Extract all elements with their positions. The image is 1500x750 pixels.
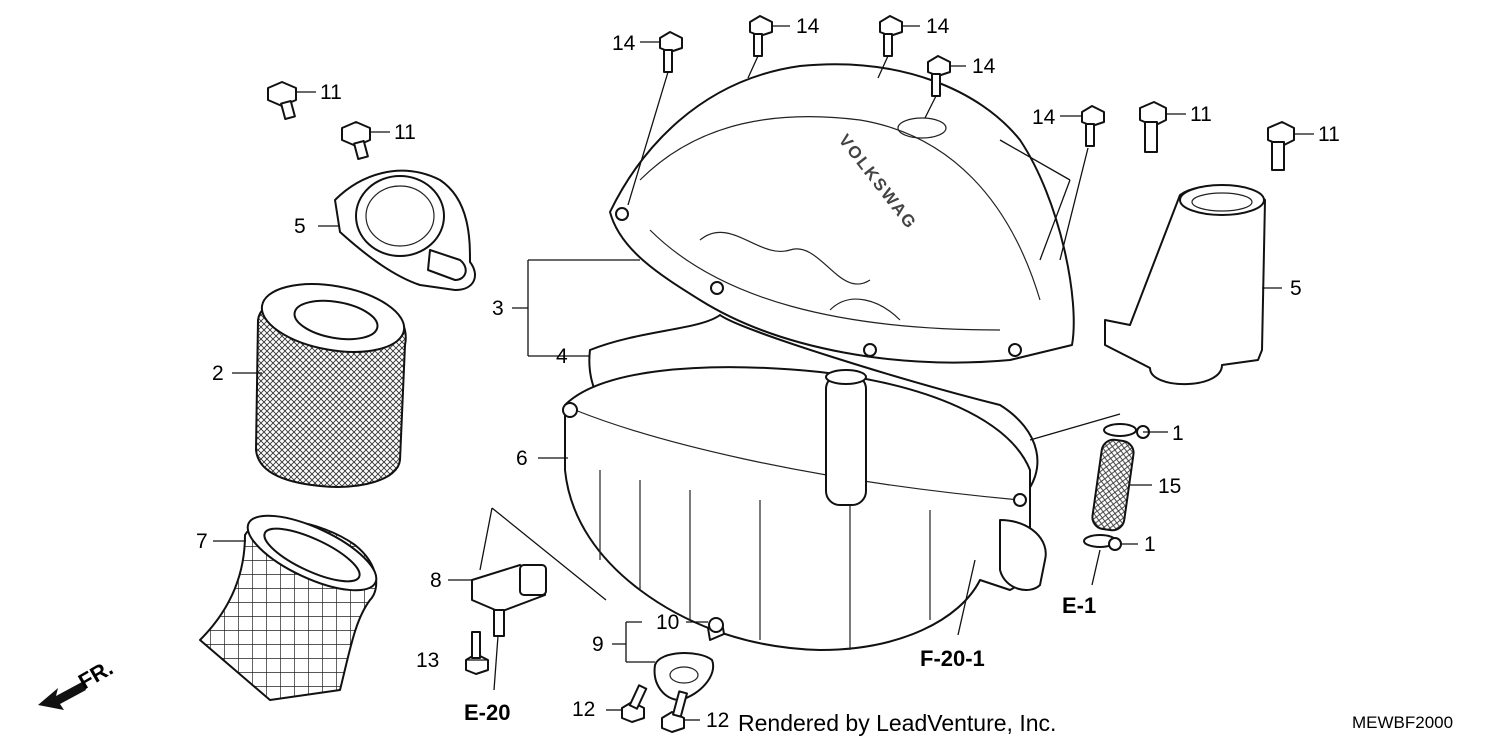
callout-14-d: 14 — [972, 55, 996, 78]
callout-6: 6 — [516, 447, 528, 470]
drain-tube — [1083, 423, 1150, 551]
callout-11-d: 11 — [1318, 123, 1340, 146]
callout-11-b: 11 — [394, 121, 416, 144]
screw-14-b — [749, 15, 773, 57]
screw-12-right — [661, 690, 688, 733]
callout-5-left: 5 — [294, 215, 306, 238]
screw-13 — [465, 631, 489, 675]
callout-2: 2 — [212, 362, 224, 385]
callout-14-a: 14 — [612, 32, 636, 55]
diagram-code: MEWBF2000 — [1352, 713, 1453, 732]
bolt-11-right-a — [1139, 101, 1167, 153]
front-direction-arrow: FR. — [38, 655, 117, 710]
air-filter-element — [254, 283, 407, 488]
callout-9: 9 — [592, 633, 604, 656]
screw-14-c — [879, 15, 903, 57]
reference-f-20-1: F-20-1 — [920, 646, 985, 671]
leader-lines — [213, 25, 1314, 721]
callout-4: 4 — [556, 345, 568, 368]
intake-air-temperature-sensor — [471, 564, 547, 637]
reference-e-20: E-20 — [464, 700, 510, 725]
element-cover-duct-right — [1104, 184, 1266, 386]
screw-14-d — [927, 55, 951, 97]
air-cleaner-case — [562, 366, 1047, 651]
callout-1-top: 1 — [1172, 422, 1184, 445]
callout-11-a: 11 — [320, 81, 342, 104]
screw-14-a — [659, 31, 683, 73]
screw-14-e — [1081, 105, 1105, 147]
rendered-by-credit: Rendered by LeadVenture, Inc. — [738, 710, 1056, 736]
callout-12-left: 12 — [572, 698, 595, 721]
callout-5-right: 5 — [1290, 277, 1302, 300]
air-cleaner-cover: VOLKSWAG — [609, 63, 1075, 364]
intake-duct — [199, 514, 378, 701]
callout-7: 7 — [196, 530, 208, 553]
callout-15: 15 — [1158, 475, 1181, 498]
callout-13: 13 — [416, 649, 439, 672]
callout-14-e: 14 — [1032, 106, 1056, 129]
callout-14-b: 14 — [796, 15, 820, 38]
callout-3: 3 — [492, 297, 504, 320]
bolt-11-top-left — [267, 81, 297, 121]
element-cover-plate-left — [334, 169, 476, 291]
screw-12-left — [621, 684, 648, 723]
drain-plug-assembly — [653, 617, 725, 701]
callout-8: 8 — [430, 569, 442, 592]
callout-11-c: 11 — [1190, 103, 1212, 126]
bolt-11-right-b — [1267, 121, 1295, 171]
bolt-11-mid-left — [341, 121, 371, 161]
callout-10: 10 — [656, 611, 679, 634]
reference-e-1: E-1 — [1062, 593, 1096, 618]
callout-1-bottom: 1 — [1144, 533, 1156, 556]
callout-12-right: 12 — [706, 709, 729, 732]
callout-14-c: 14 — [926, 15, 950, 38]
